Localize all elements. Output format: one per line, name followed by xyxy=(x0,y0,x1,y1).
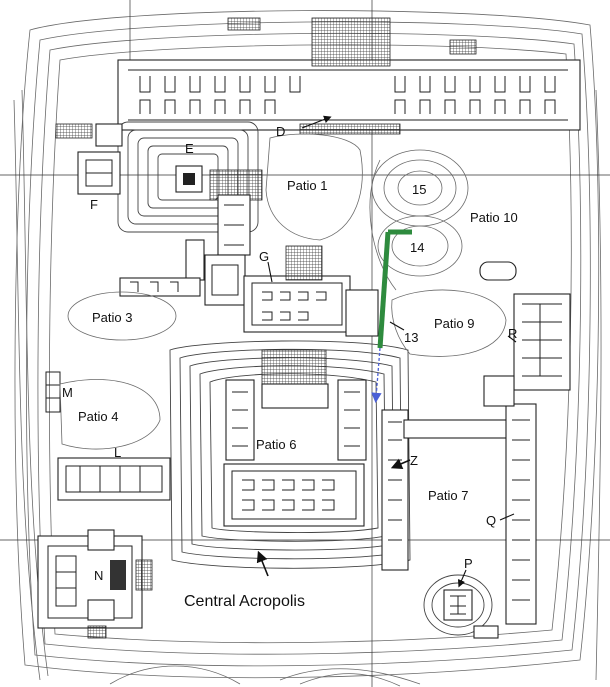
label-patio-10: Patio 10 xyxy=(470,210,518,225)
label-m: M xyxy=(62,385,73,400)
structure-f xyxy=(55,123,123,195)
label-d: D xyxy=(276,124,285,139)
label-patio-4: Patio 4 xyxy=(78,409,118,424)
label-p: P xyxy=(464,556,473,571)
label-z: Z xyxy=(410,453,418,468)
structure-n xyxy=(37,529,153,639)
trench-13 xyxy=(371,229,412,404)
label-13: 13 xyxy=(404,330,418,345)
structure-g xyxy=(243,245,379,337)
east-range xyxy=(381,261,571,625)
label-patio-9: Patio 9 xyxy=(434,316,474,331)
label-central-acropolis: Central Acropolis xyxy=(184,593,305,610)
structure-l xyxy=(57,457,171,501)
label-patio-6: Patio 6 xyxy=(256,437,296,452)
north-range xyxy=(117,17,581,135)
central-acropolis-block xyxy=(169,340,411,569)
structure-e xyxy=(117,121,263,233)
label-l: L xyxy=(114,445,121,460)
label-patio-1: Patio 1 xyxy=(287,178,327,193)
label-f: F xyxy=(90,197,98,212)
mounds-14-15 xyxy=(369,149,469,291)
leader-lines xyxy=(256,115,517,588)
label-n: N xyxy=(94,568,103,583)
label-15: 15 xyxy=(412,182,426,197)
label-r: R xyxy=(508,326,517,341)
label-patio-3: Patio 3 xyxy=(92,310,132,325)
label-patio-7: Patio 7 xyxy=(428,488,468,503)
central-connectors xyxy=(119,194,251,306)
label-g: G xyxy=(259,249,269,264)
structure-m xyxy=(45,371,61,413)
label-e: E xyxy=(185,141,194,156)
patio-outlines xyxy=(59,133,507,450)
terrain-contours xyxy=(13,10,602,687)
structure-p xyxy=(423,574,499,639)
label-14: 14 xyxy=(410,240,424,255)
map-labels: D E F Patio 1 15 Patio 10 14 G Patio 3 P… xyxy=(62,124,518,610)
label-q: Q xyxy=(486,513,496,528)
